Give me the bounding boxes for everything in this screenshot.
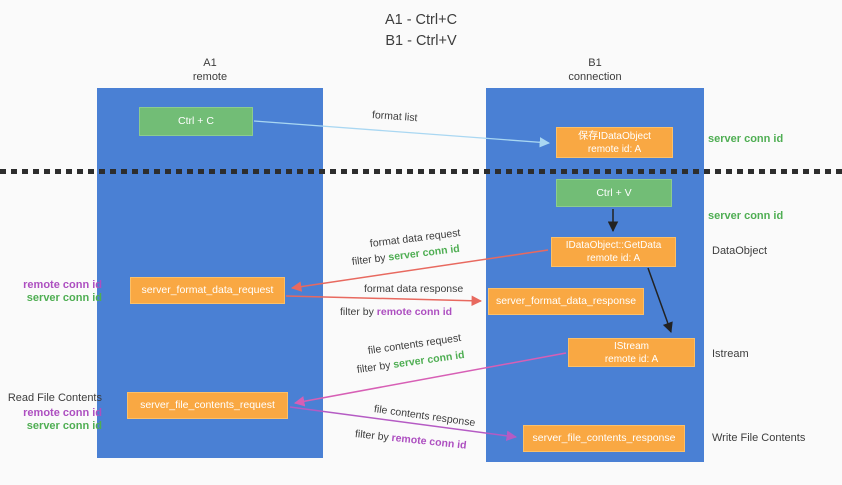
label-server-conn-id-mid: server conn id — [708, 210, 784, 222]
filter-by-text: filter by — [356, 359, 392, 376]
node-istream: IStream remote id: A — [568, 338, 695, 367]
node-server-file-contents-response-label: server_file_contents_response — [532, 432, 676, 444]
node-getdata: IDataObject::GetData remote id: A — [551, 237, 676, 267]
node-server-format-data-request: server_format_data_request — [130, 277, 285, 304]
node-istream-line2: remote id: A — [604, 353, 659, 365]
dotted-separator — [0, 169, 842, 174]
label-dataobject: DataObject — [712, 245, 768, 257]
node-ctrl-c: Ctrl + C — [139, 107, 253, 136]
label-write-file-contents: Write File Contents — [712, 432, 806, 444]
remote-conn-id-text: remote conn id — [390, 431, 468, 452]
label-format-list: format list — [371, 109, 418, 125]
title-line-2: B1 - Ctrl+V — [385, 33, 457, 49]
filter-by-text: filter by — [340, 306, 374, 318]
node-server-format-data-request-label: server_format_data_request — [141, 284, 274, 296]
node-server-format-data-response: server_format_data_response — [488, 288, 644, 315]
node-server-file-contents-response: server_file_contents_response — [523, 425, 685, 452]
lane-left-title: A1 — [203, 57, 217, 69]
node-ctrl-v-label: Ctrl + V — [596, 186, 632, 199]
remote-conn-id-text: remote conn id — [376, 306, 453, 318]
node-save-dataobject-line1: 保存IDataObject — [578, 130, 651, 142]
node-server-file-contents-request: server_file_contents_request — [127, 392, 288, 419]
label-file-contents-response: file contents response — [373, 403, 477, 430]
lane-right-title: B1 — [588, 57, 602, 69]
label-filter-by-remote-1: filter by remote conn id — [340, 306, 452, 319]
label-remote-conn-id-1: remote conn id — [23, 279, 102, 291]
node-getdata-line2: remote id: A — [586, 253, 641, 264]
filter-by-text: filter by — [354, 428, 390, 444]
node-server-file-contents-request-label: server_file_contents_request — [140, 399, 275, 411]
label-server-conn-id-2: server conn id — [26, 420, 102, 432]
node-getdata-line1: IDataObject::GetData — [565, 240, 662, 251]
node-ctrl-v: Ctrl + V — [556, 179, 672, 207]
label-read-file-contents: Read File Contents — [7, 392, 102, 404]
label-filter-by-remote-2: filter by remote conn id — [354, 428, 467, 453]
label-filter-by-server-1: filter by server conn id — [351, 243, 460, 269]
label-server-conn-id-1: server conn id — [26, 292, 102, 304]
lane-right-header: B1 connection — [486, 56, 704, 84]
label-server-conn-id-top: server conn id — [708, 133, 784, 145]
node-save-dataobject: 保存IDataObject remote id: A — [556, 127, 673, 158]
label-istream: Istream — [712, 348, 749, 360]
node-save-dataobject-line2: remote id: A — [587, 143, 642, 155]
label-format-data-response: format data response — [364, 283, 464, 295]
lane-left-header: A1 remote — [97, 56, 323, 84]
node-server-format-data-response-label: server_format_data_response — [495, 295, 637, 307]
lane-right-subtitle: connection — [568, 71, 622, 83]
filter-by-text: filter by — [351, 251, 387, 268]
title-line-1: A1 - Ctrl+C — [384, 12, 458, 28]
node-ctrl-c-label: Ctrl + C — [178, 115, 214, 127]
node-istream-line1: IStream — [613, 340, 649, 352]
diagram-title: A1 - Ctrl+C B1 - Ctrl+V — [0, 10, 842, 52]
label-remote-conn-id-2: remote conn id — [23, 407, 102, 419]
lane-left-subtitle: remote — [192, 71, 228, 83]
